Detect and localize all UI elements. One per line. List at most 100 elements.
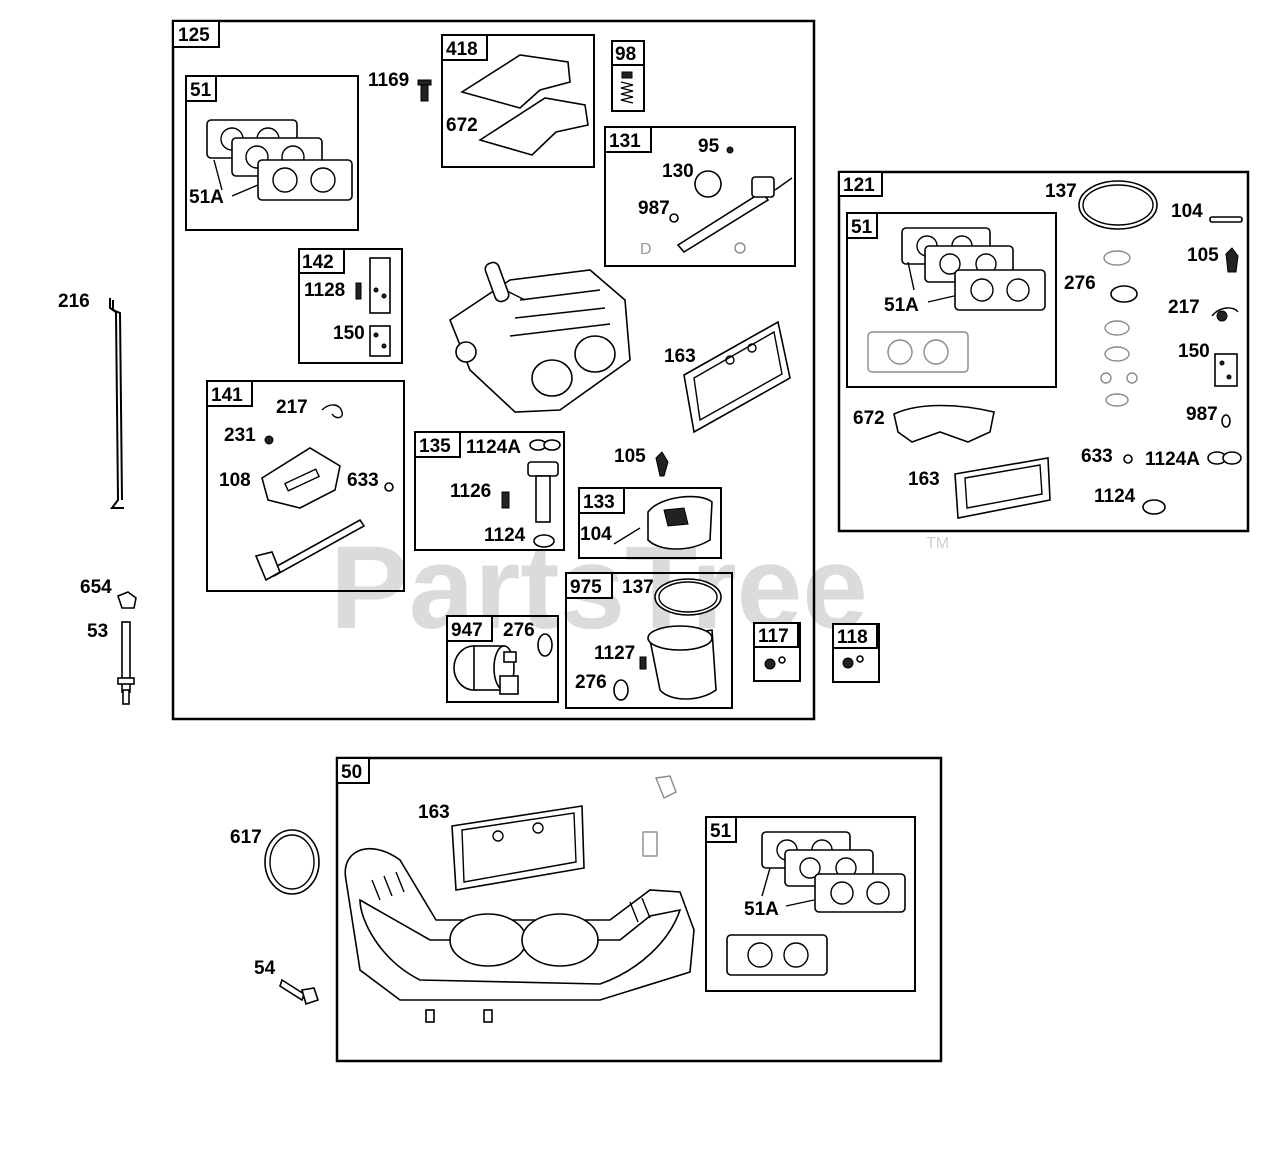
label-54: 54 xyxy=(254,958,276,979)
label-216: 216 xyxy=(58,291,90,312)
group-947-tag: 947 xyxy=(451,620,483,641)
group-51-manifold[interactable]: 51 51A xyxy=(705,816,916,992)
group-118-tag: 118 xyxy=(837,627,868,648)
stud-53-icon xyxy=(117,621,135,705)
needle-valve-icon xyxy=(655,451,669,477)
o-ring-137-icon xyxy=(1078,180,1158,230)
label-137-kit: 137 xyxy=(1045,181,1077,202)
label-51A-manifold: 51A xyxy=(744,899,779,920)
label-276: 276 xyxy=(575,672,607,693)
label-1169: 1169 xyxy=(368,70,409,91)
label-987: 987 xyxy=(638,198,670,219)
watermark-trademark: TM xyxy=(926,535,949,552)
group-51-manifold-tag: 51 xyxy=(710,821,732,842)
label-217: 217 xyxy=(276,397,308,418)
group-51-gaskets[interactable]: 51 51A xyxy=(185,75,359,231)
group-141[interactable]: 141 217 231 108 633 xyxy=(206,380,405,592)
label-51A: 51A xyxy=(189,187,224,208)
gasket-163-manifold-icon xyxy=(451,805,585,891)
label-51A-kit: 51A xyxy=(884,295,919,316)
label-1124: 1124 xyxy=(484,525,526,546)
label-276-solenoid: 276 xyxy=(503,620,535,641)
group-135[interactable]: 135 1124A 1126 1124 xyxy=(414,431,565,551)
float-icon xyxy=(613,495,713,550)
solenoid-icon xyxy=(453,633,553,695)
label-105: 105 xyxy=(614,446,646,467)
pin-104-icon xyxy=(1209,216,1243,223)
jet-1124A-icon xyxy=(1207,451,1242,465)
group-418[interactable]: 418 672 xyxy=(441,34,595,168)
fitting-icon xyxy=(642,775,677,857)
group-135-tag: 135 xyxy=(419,436,451,457)
group-118[interactable]: 118 xyxy=(832,623,880,683)
group-98[interactable]: 98 xyxy=(611,40,645,112)
choke-plate-icon xyxy=(355,257,391,357)
label-95: 95 xyxy=(698,136,720,157)
label-104-kit: 104 xyxy=(1171,201,1203,222)
group-418-tag: 418 xyxy=(446,39,478,60)
label-1127: 1127 xyxy=(594,643,635,664)
label-163-kit: 163 xyxy=(908,469,940,490)
group-50[interactable]: 50 163 51 xyxy=(335,756,943,1063)
gasket-163-icon xyxy=(683,320,791,434)
label-163-manifold: 163 xyxy=(418,802,450,823)
seal-stack-icon xyxy=(1100,250,1138,407)
group-117-tag: 117 xyxy=(758,626,789,647)
kit-gasket-set-icon xyxy=(867,227,1046,373)
group-117[interactable]: 117 xyxy=(753,622,801,682)
group-133[interactable]: 133 104 xyxy=(578,487,722,559)
label-150-kit: 150 xyxy=(1178,341,1210,362)
group-142-tag: 142 xyxy=(302,252,334,273)
label-672: 672 xyxy=(446,115,478,136)
group-98-tag: 98 xyxy=(615,44,636,65)
screw-1169-icon xyxy=(417,79,432,102)
spring-217-icon xyxy=(1211,307,1239,322)
cover-672-icon xyxy=(893,404,995,443)
nut-654-icon xyxy=(117,591,137,609)
gasket-ring-617-icon xyxy=(264,829,320,895)
plate-150-icon xyxy=(1214,353,1238,387)
label-231: 231 xyxy=(224,425,256,446)
group-141-tag: 141 xyxy=(211,385,243,406)
label-1128: 1128 xyxy=(304,280,345,301)
group-975[interactable]: 975 137 1127 276 xyxy=(565,572,733,709)
label-53: 53 xyxy=(87,621,108,642)
label-137: 137 xyxy=(622,577,654,598)
label-163: 163 xyxy=(664,346,696,367)
plug-117-icon xyxy=(764,656,786,670)
group-121[interactable]: 121 51 51A 137 104 xyxy=(837,170,1250,533)
label-217-kit: 217 xyxy=(1168,297,1200,318)
group-133-tag: 133 xyxy=(583,492,615,513)
group-51-tag: 51 xyxy=(190,80,212,101)
group-121-tag: 121 xyxy=(843,175,875,196)
group-50-tag: 50 xyxy=(341,762,362,783)
group-131[interactable]: 131 95 130 987 D xyxy=(604,126,796,267)
label-105-kit: 105 xyxy=(1187,245,1219,266)
group-125[interactable]: 125 xyxy=(171,19,816,721)
bolt-54-icon xyxy=(279,978,320,1006)
label-1126: 1126 xyxy=(450,481,491,502)
manifold-gasket-set-icon xyxy=(726,831,906,976)
label-633: 633 xyxy=(347,470,379,491)
group-142[interactable]: 142 1128 150 xyxy=(298,248,403,364)
washer-987-icon xyxy=(1221,414,1231,428)
needle-105-icon xyxy=(1225,247,1239,273)
group-947[interactable]: 947 276 xyxy=(446,615,559,703)
label-1124A: 1124A xyxy=(466,437,521,458)
label-633-kit: 633 xyxy=(1081,446,1113,467)
label-130: 130 xyxy=(662,161,694,182)
group-51-kit[interactable]: 51 51A xyxy=(846,212,1057,388)
washer-1124-icon xyxy=(1142,499,1166,515)
washer-633-icon xyxy=(1123,454,1133,464)
plug-118-icon xyxy=(842,655,864,669)
label-1124-kit: 1124 xyxy=(1094,486,1136,507)
choke-linkage-icon xyxy=(254,404,394,582)
label-654: 654 xyxy=(80,577,112,598)
spring-screw-icon xyxy=(620,71,634,104)
group-125-tag: 125 xyxy=(178,25,210,46)
label-150: 150 xyxy=(333,323,365,344)
label-108: 108 xyxy=(219,470,251,491)
label-987-kit: 987 xyxy=(1186,404,1218,425)
label-672-kit: 672 xyxy=(853,408,885,429)
